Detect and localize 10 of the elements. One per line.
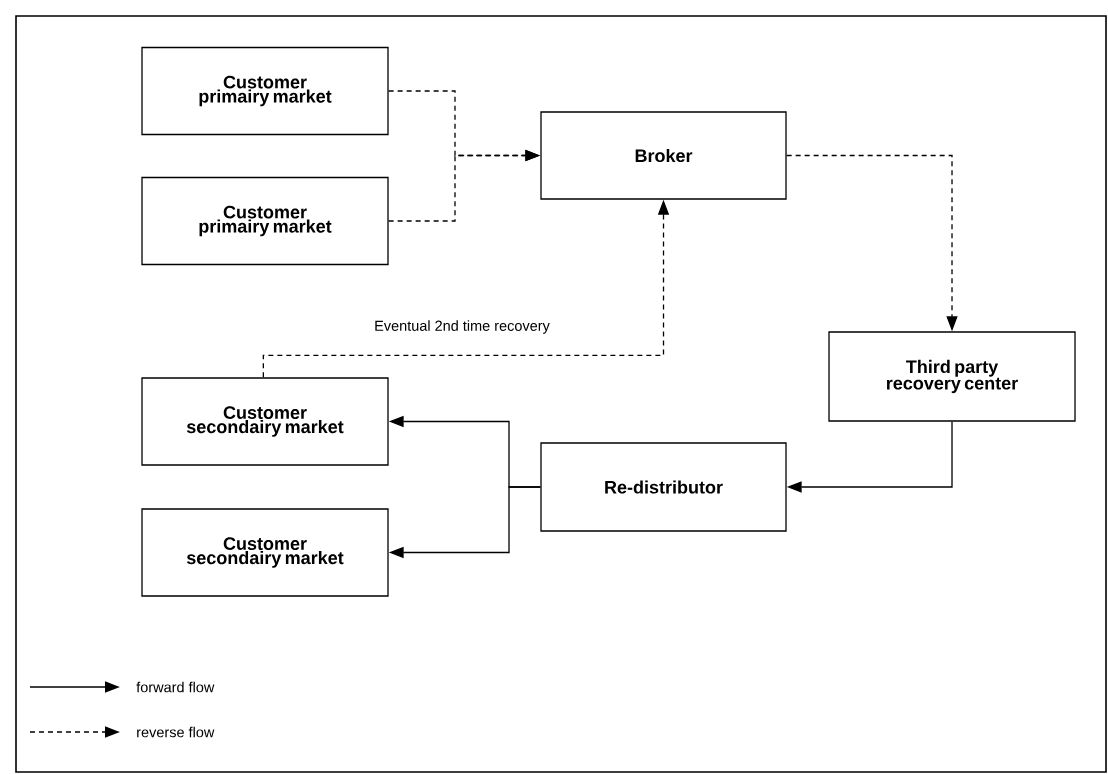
process-box: Customer primairy market — [141, 176, 389, 266]
process-box: Third party recovery center — [828, 331, 1076, 422]
process-box: Broker — [540, 111, 787, 200]
edge-label: Eventual 2nd time recovery — [372, 318, 552, 336]
process-box: Customer secondairy market — [141, 508, 389, 597]
process-box: Customer secondairy market — [141, 377, 389, 466]
legend-text: reverse flow — [137, 726, 215, 738]
process-box: Re-distributor — [540, 442, 787, 532]
process-box: Customer primairy market — [141, 46, 389, 136]
legend-text: forward flow — [136, 681, 215, 693]
